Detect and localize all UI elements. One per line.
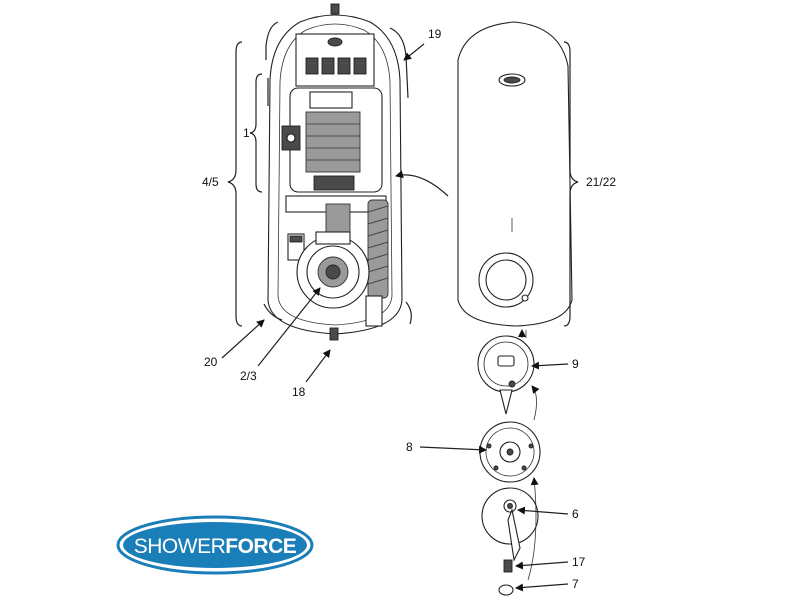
- leader-17: [515, 561, 569, 570]
- callout-21-22: 21/22: [586, 175, 616, 189]
- callout-1: 1: [243, 126, 250, 140]
- callout-20: 20: [204, 355, 218, 369]
- brace-21-22: [563, 41, 579, 327]
- leader-18: [305, 349, 331, 383]
- callout-9: 9: [572, 357, 579, 371]
- terminal-block: [305, 57, 367, 75]
- callout-17: 17: [572, 555, 586, 569]
- callout-18: 18: [292, 385, 306, 399]
- brace-1: [249, 73, 263, 193]
- shower-cover: [457, 21, 573, 327]
- logo-ellipse: [123, 522, 307, 568]
- leader-20: [221, 319, 265, 359]
- leader-19: [403, 43, 425, 61]
- heater-tank: [281, 87, 383, 193]
- logo-text-shower: SHOWER: [134, 535, 226, 558]
- showerforce-logo: SHOWERFORCE: [116, 515, 314, 575]
- o-ring: [498, 584, 514, 596]
- callout-7: 7: [572, 577, 579, 591]
- callout-4-5: 4/5: [202, 175, 219, 189]
- leader-6: [517, 506, 569, 515]
- callout-6: 6: [572, 507, 579, 521]
- leader-2-3: [257, 287, 321, 367]
- logo-text-force: FORCE: [225, 535, 296, 558]
- leader-7: [515, 583, 569, 592]
- leader-9: [531, 361, 569, 370]
- logo-text: SHOWERFORCE: [134, 535, 297, 558]
- open-shower-unit: [263, 3, 412, 341]
- small-screw: [503, 559, 513, 573]
- control-knob-front: [477, 335, 535, 415]
- control-knob-back-plate: [481, 487, 539, 562]
- brace-4-5: [227, 41, 243, 327]
- callout-8: 8: [406, 440, 413, 454]
- control-knob-mechanism: [479, 421, 541, 483]
- flexible-hose: [365, 199, 389, 327]
- callout-19: 19: [428, 27, 442, 41]
- callout-2-3: 2/3: [240, 369, 257, 383]
- leader-8: [419, 445, 487, 454]
